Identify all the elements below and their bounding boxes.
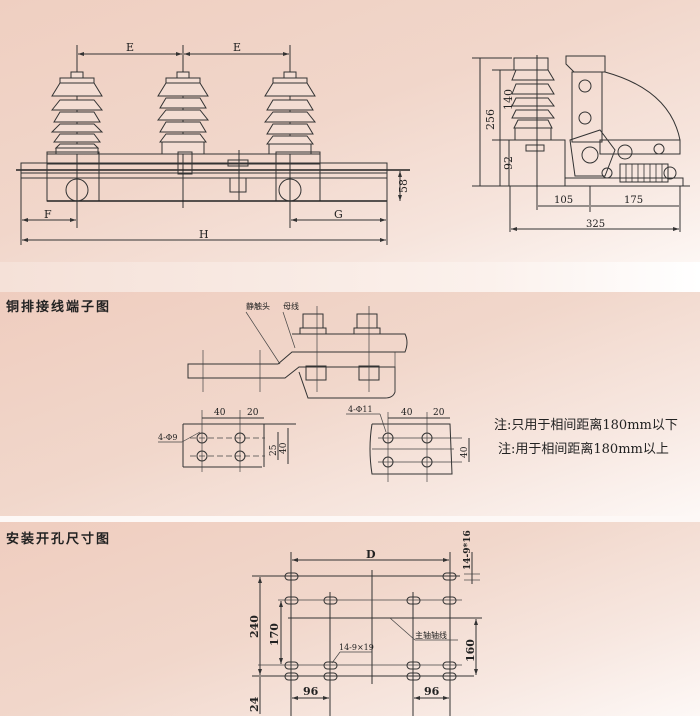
mounting-holes-panel: 安装开孔尺寸图 D xyxy=(0,522,700,716)
panel-divider xyxy=(0,262,700,292)
slot-spec-callout: 14-9×19 xyxy=(339,643,374,652)
dim-20-left: 20 xyxy=(247,408,259,418)
dim-40-vertical-left: 40 xyxy=(279,442,289,454)
mounting-slots xyxy=(284,572,457,681)
dim-24: 24 xyxy=(248,696,261,712)
dim-325: 325 xyxy=(586,219,605,230)
callout-busbar: 母线 xyxy=(283,301,299,311)
dim-256: 256 xyxy=(484,109,497,130)
dim-d: D xyxy=(366,548,376,561)
mounting-section-title: 安装开孔尺寸图 xyxy=(6,532,112,547)
side-elevation-drawing: 256 140 92 105 175 325 xyxy=(472,55,690,232)
hole-pattern-4-phi-9: 40 20 4-Φ9 25 40 xyxy=(158,408,296,472)
outline-drawing-panel: E E xyxy=(0,0,700,262)
dim-f: F xyxy=(44,208,52,221)
dim-40-left: 40 xyxy=(214,408,226,418)
dim-g: G xyxy=(334,208,343,221)
insulator-middle xyxy=(156,71,210,155)
hole-pattern-4-phi-11: 40 20 4-Φ11 40 xyxy=(346,405,470,482)
dim-160: 160 xyxy=(464,639,477,662)
holes-4-phi-11-label: 4-Φ11 xyxy=(348,405,373,414)
dim-140: 140 xyxy=(502,89,515,110)
dim-92: 92 xyxy=(502,156,515,170)
busbar-section-title: 铜排接线端子图 xyxy=(6,300,112,315)
note-above-180: 注:用于相间距离180mm以上 xyxy=(498,442,669,457)
callout-static-contact: 静触头 xyxy=(246,301,270,311)
note-below-180: 注:只用于相间距离180mm以下 xyxy=(494,418,678,433)
dim-20-right: 20 xyxy=(433,408,445,418)
insulator-right xyxy=(263,71,317,155)
dim-25: 25 xyxy=(269,444,279,456)
dim-h: H xyxy=(199,228,209,241)
dim-40-right: 40 xyxy=(401,408,413,418)
dim-96-left: 96 xyxy=(303,685,319,698)
main-shaft-axis-label: 主轴轴线 xyxy=(415,630,447,640)
front-elevation-drawing: E E xyxy=(16,41,410,245)
dim-175: 175 xyxy=(624,195,643,206)
insulator-left xyxy=(50,71,104,155)
dim-e-left: E xyxy=(126,41,134,54)
dim-170: 170 xyxy=(268,623,281,646)
dim-96-right: 96 xyxy=(424,685,440,698)
dim-40-vertical-right: 40 xyxy=(460,446,470,458)
dim-105: 105 xyxy=(554,195,573,206)
busbar-terminal-drawing: 静触头 母线 40 20 xyxy=(158,301,470,482)
panel-divider xyxy=(0,516,700,522)
busbar-terminal-panel: 铜排接线端子图 静触头 母线 xyxy=(0,292,700,516)
mounting-holes-drawing: D 14-9*16 240 170 xyxy=(248,530,482,716)
holes-4-phi-9-label: 4-Φ9 xyxy=(158,433,177,442)
dim-58: 58 xyxy=(397,179,410,193)
dim-e-right: E xyxy=(233,41,241,54)
dim-240: 240 xyxy=(248,615,261,638)
slot-spec-top: 14-9*16 xyxy=(463,530,473,570)
